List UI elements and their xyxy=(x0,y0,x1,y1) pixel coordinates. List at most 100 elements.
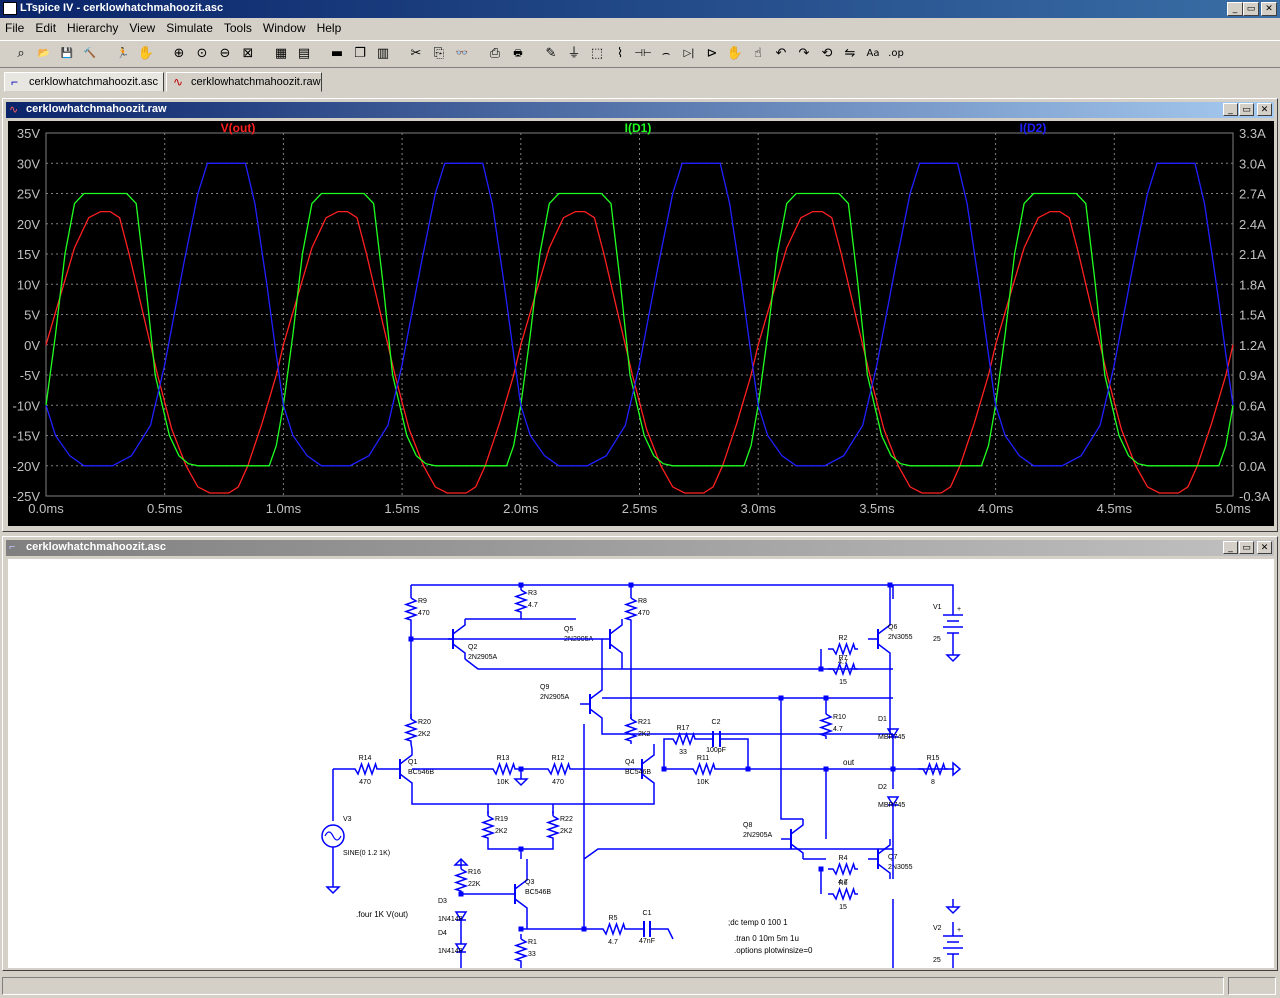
new-schematic-icon[interactable]: ⌕ xyxy=(17,46,25,61)
value-q3: BC546B xyxy=(525,889,551,896)
wire-icon[interactable]: ✎ xyxy=(545,46,557,61)
tab-waveform[interactable]: ∿ cerklowhatchmahoozit.raw xyxy=(166,72,322,92)
menu-window[interactable]: Window xyxy=(262,21,306,35)
inductor-icon[interactable]: ⌢ xyxy=(661,46,671,61)
copy-icon[interactable]: ⎘ xyxy=(433,46,445,61)
move-icon[interactable]: ✋ xyxy=(726,46,744,61)
value-q4: BC546B xyxy=(625,769,651,776)
junction-dot xyxy=(818,866,824,872)
x-tick-label: 3.0ms xyxy=(740,501,776,516)
app-title-bar: LTspice IV - cerklowhatchmahoozit.asc _ … xyxy=(0,0,1280,18)
wire xyxy=(452,619,466,635)
wire xyxy=(790,819,804,835)
capacitor-icon[interactable]: ⊣⊢ xyxy=(634,48,652,59)
menu-file[interactable]: File xyxy=(5,21,25,35)
wire xyxy=(464,658,893,670)
wire xyxy=(514,898,528,914)
zoom-out-icon[interactable]: ⊖ xyxy=(219,46,231,61)
x-tick-label: 3.5ms xyxy=(859,501,895,516)
undo-icon[interactable]: ↶ xyxy=(775,46,787,61)
tile-vertical-icon[interactable]: ▥ xyxy=(376,46,390,61)
y-left-tick-label: -25V xyxy=(13,489,41,504)
waveform-close-button[interactable]: ✕ xyxy=(1257,103,1272,116)
resistor-r3 xyxy=(513,589,529,615)
ref-q4: Q4 xyxy=(625,759,634,766)
value-r2: 4.7 xyxy=(838,659,848,666)
schematic-drawing[interactable]: R9470R34.7R8470Q22N2905AQ52N2905AQ92N290… xyxy=(8,559,1274,982)
wire xyxy=(465,615,522,620)
diode-icon[interactable]: ▷| xyxy=(683,48,695,59)
menu-view[interactable]: View xyxy=(129,21,156,35)
ref-q1: Q1 xyxy=(408,759,417,766)
menu-help[interactable]: Help xyxy=(316,21,342,35)
resistor-r6 xyxy=(828,886,858,902)
label-net-icon[interactable]: ⬚ xyxy=(590,46,604,61)
menu-simulate[interactable]: Simulate xyxy=(166,21,213,35)
y-left-tick-label: 30V xyxy=(17,156,40,171)
tile-horizontal-icon[interactable]: ▬ xyxy=(330,46,344,61)
control-panel-icon[interactable]: 🔨 xyxy=(83,48,97,59)
schematic-maximize-button[interactable]: ▭ xyxy=(1239,541,1254,554)
cut-icon[interactable]: ✂ xyxy=(410,46,422,61)
ref-r11: R11 xyxy=(697,755,709,762)
ref-r7: R7 xyxy=(839,655,848,662)
resistor-r20 xyxy=(403,718,419,744)
zoom-fit-icon[interactable]: ⊠ xyxy=(242,46,254,61)
value-d1: MBR745 xyxy=(878,734,905,741)
value-r8: 470 xyxy=(638,610,650,617)
app-restore-button[interactable]: ▭ xyxy=(1243,2,1259,16)
text-icon[interactable]: Aa xyxy=(866,48,880,59)
resistor-icon[interactable]: ⌇ xyxy=(616,46,624,61)
redo-icon[interactable]: ↷ xyxy=(798,46,810,61)
menu-edit[interactable]: Edit xyxy=(35,21,57,35)
waveform-maximize-button[interactable]: ▭ xyxy=(1239,103,1254,116)
cascade-icon[interactable]: ❐ xyxy=(354,46,366,61)
value-r22: 2K2 xyxy=(560,828,573,835)
value-d4: 1N4148 xyxy=(438,948,463,955)
open-icon[interactable]: 📂 xyxy=(37,48,51,59)
value-r16: 22K xyxy=(468,881,481,888)
wire xyxy=(589,684,603,700)
wire xyxy=(641,749,655,765)
value-q2: 2N2905A xyxy=(468,654,498,661)
y-left-tick-label: 0V xyxy=(24,338,40,353)
y-left-tick-label: 5V xyxy=(24,308,40,323)
x-tick-label: 1.5ms xyxy=(384,501,420,516)
component-icon[interactable]: ⊳ xyxy=(706,46,718,61)
app-close-button[interactable]: ✕ xyxy=(1261,2,1277,16)
mirror-icon[interactable]: ⇋ xyxy=(844,46,856,61)
autorange-icon[interactable]: ▦ xyxy=(274,46,288,61)
ground-icon[interactable]: ⏚ xyxy=(567,46,581,61)
menu-tools[interactable]: Tools xyxy=(223,21,252,35)
print-icon[interactable]: 🖶 xyxy=(513,48,523,59)
pan-icon[interactable]: ⊙ xyxy=(196,46,208,61)
run-icon[interactable]: 🏃 xyxy=(116,48,130,59)
spice-directive-icon[interactable]: .op xyxy=(888,48,904,59)
ltspice-logo-icon xyxy=(3,2,17,15)
resistor-r21 xyxy=(623,718,639,744)
zoom-in-icon[interactable]: ⊕ xyxy=(173,46,185,61)
rotate-icon[interactable]: ⟲ xyxy=(821,46,833,61)
app-minimize-button[interactable]: _ xyxy=(1227,2,1243,16)
wire xyxy=(452,643,466,659)
value-r15: 8 xyxy=(931,779,935,786)
waveform-minimize-button[interactable]: _ xyxy=(1223,103,1238,116)
tab-schematic[interactable]: ⌐ cerklowhatchmahoozit.asc xyxy=(4,72,164,92)
resistor-r22 xyxy=(545,815,561,841)
schematic-close-button[interactable]: ✕ xyxy=(1257,541,1272,554)
menu-hierarchy[interactable]: Hierarchy xyxy=(67,21,119,35)
drag-icon[interactable]: ☝ xyxy=(754,46,762,61)
resistor-r17 xyxy=(668,731,698,747)
print-preview-icon[interactable]: ⎙ xyxy=(489,46,501,61)
x-tick-label: 4.5ms xyxy=(1097,501,1133,516)
schematic-minimize-button[interactable]: _ xyxy=(1223,541,1238,554)
halt-icon[interactable]: ✋ xyxy=(137,46,155,61)
find-icon[interactable]: 👓 xyxy=(455,48,469,59)
y-left-tick-label: 15V xyxy=(17,247,40,262)
grid-icon[interactable]: ▤ xyxy=(297,46,311,61)
trace-id2 xyxy=(45,162,1234,467)
save-icon[interactable]: 💾 xyxy=(60,48,74,59)
